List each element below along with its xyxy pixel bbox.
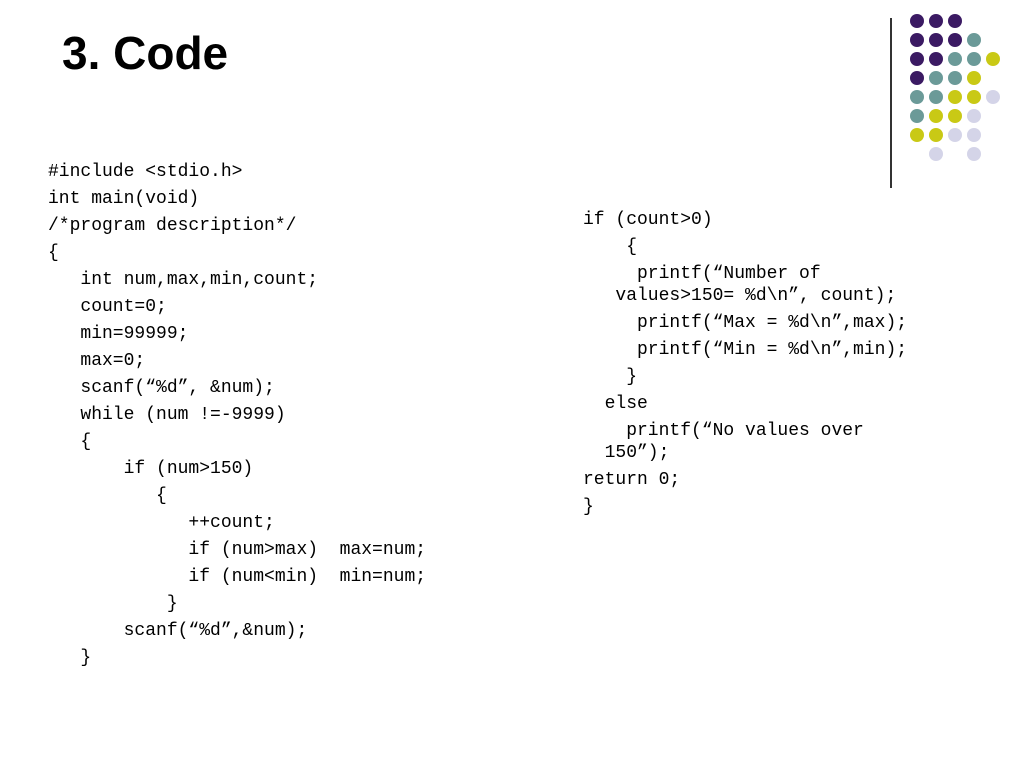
code-line: else	[583, 394, 648, 414]
code-line: return 0;	[583, 470, 681, 490]
code-line: {	[48, 486, 167, 506]
decorative-dot	[929, 109, 943, 123]
decorative-dot	[948, 52, 962, 66]
code-line: min=99999;	[48, 324, 189, 344]
code-line: {	[48, 432, 92, 452]
decorative-dot	[929, 52, 943, 66]
decorative-dot	[929, 14, 943, 28]
decorative-dot	[929, 128, 943, 142]
decorative-dot	[948, 71, 962, 85]
decorative-dot	[910, 33, 924, 47]
code-line: }	[48, 594, 178, 614]
code-line: if (count>0)	[583, 210, 713, 230]
decorative-dot	[986, 52, 1000, 66]
code-line: printf(“Number of	[583, 264, 821, 284]
decorative-dot	[948, 109, 962, 123]
decorative-dot	[967, 109, 981, 123]
decorative-dot	[948, 90, 962, 104]
decorative-dot	[929, 71, 943, 85]
code-line: scanf(“%d”, &num);	[48, 378, 275, 398]
slide-title: 3. Code	[62, 27, 229, 79]
title-divider	[890, 18, 892, 188]
decorative-dot	[967, 90, 981, 104]
decorative-dot	[910, 71, 924, 85]
code-line: max=0;	[48, 351, 146, 371]
decorative-dot	[910, 109, 924, 123]
decorative-dot	[948, 33, 962, 47]
code-line: if (num>150)	[48, 459, 254, 479]
code-line: ++count;	[48, 513, 275, 533]
decorative-dot	[910, 128, 924, 142]
decorative-dot	[929, 147, 943, 161]
decorative-dot	[986, 90, 1000, 104]
code-line: if (num>max) max=num;	[48, 540, 427, 560]
code-line: #include <stdio.h>	[48, 162, 243, 182]
code-line: while (num !=-9999)	[48, 405, 286, 425]
code-line: printf(“No values over	[583, 421, 864, 441]
code-line: printf(“Min = %d\n”,min);	[583, 340, 908, 360]
decorative-dot	[929, 33, 943, 47]
decorative-dot	[967, 147, 981, 161]
code-line: values>150= %d\n”, count);	[583, 286, 897, 306]
decorative-dot	[967, 33, 981, 47]
code-line: scanf(“%d”,&num);	[48, 621, 308, 641]
code-line: {	[48, 243, 59, 263]
decorative-dot	[948, 128, 962, 142]
code-line: if (num<min) min=num;	[48, 567, 427, 587]
code-line: 150”);	[583, 443, 670, 463]
code-line: printf(“Max = %d\n”,max);	[583, 313, 908, 333]
code-line: int main(void)	[48, 189, 200, 209]
code-line: {	[583, 237, 638, 257]
decorative-dot	[910, 52, 924, 66]
code-line: }	[48, 648, 92, 668]
decorative-dot	[929, 90, 943, 104]
decorative-dot	[948, 14, 962, 28]
code-line: count=0;	[48, 297, 167, 317]
decorative-dot	[967, 128, 981, 142]
decorative-dot	[967, 52, 981, 66]
decorative-dot-grid	[910, 14, 1010, 174]
decorative-dot	[967, 71, 981, 85]
code-line: /*program description*/	[48, 216, 297, 236]
code-line: }	[583, 497, 594, 517]
decorative-dot	[910, 14, 924, 28]
code-line: }	[583, 367, 638, 387]
code-line: int num,max,min,count;	[48, 270, 319, 290]
decorative-dot	[910, 90, 924, 104]
